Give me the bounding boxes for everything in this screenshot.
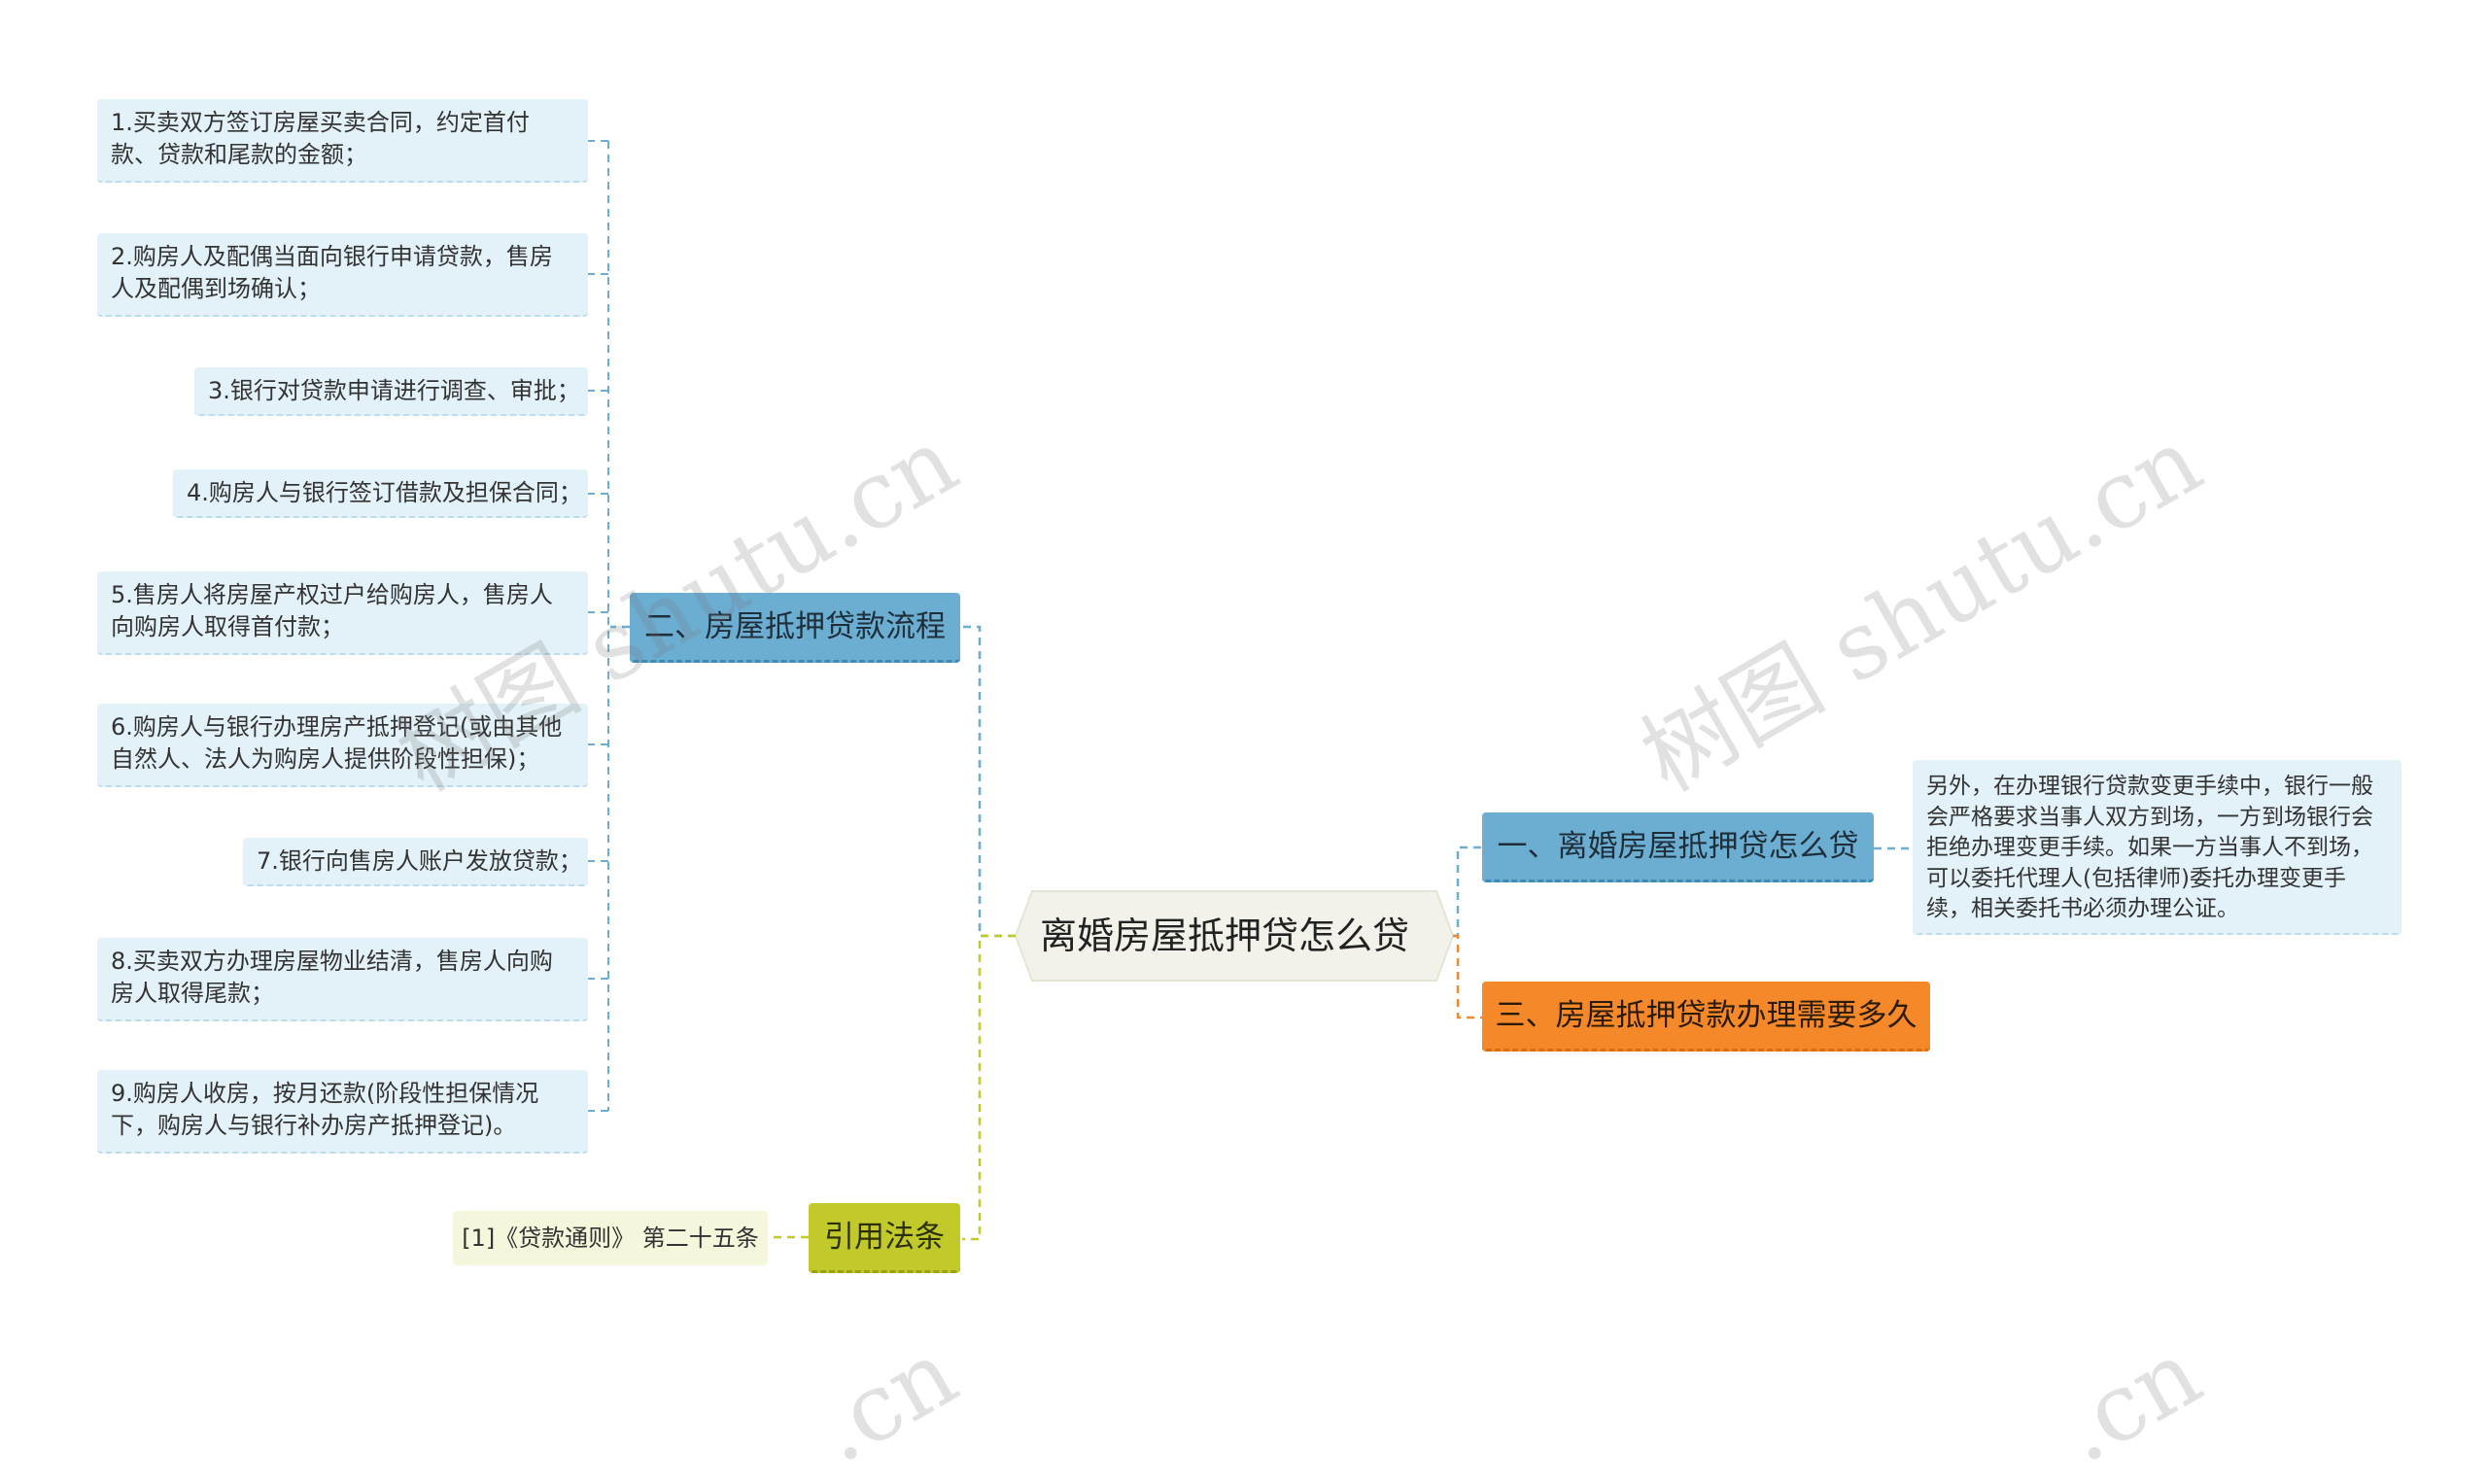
center-node[interactable]: 离婚房屋抵押贷怎么贷 bbox=[1039, 915, 1409, 957]
step-5[interactable]: 5.售房人将房屋产权过户给购房人，售房人向购房人取得首付款； bbox=[97, 571, 588, 655]
how-detail-text[interactable]: 另外，在办理银行贷款变更手续中，银行一般会严格要求当事人双方到场，一方到场银行会… bbox=[1913, 760, 2402, 935]
branch-process[interactable]: 二、房屋抵押贷款流程 bbox=[630, 593, 960, 663]
step-1[interactable]: 1.买卖双方签订房屋买卖合同，约定首付款、贷款和尾款的金额； bbox=[97, 99, 588, 183]
step-4[interactable]: 4.购房人与银行签订借款及担保合同； bbox=[173, 469, 588, 518]
link-center-how bbox=[1453, 846, 1482, 938]
branch-law[interactable]: 引用法条 bbox=[809, 1203, 960, 1273]
step-7[interactable]: 7.银行向售房人账户发放贷款； bbox=[243, 838, 588, 886]
step-6[interactable]: 6.购房人与银行办理房产抵押登记(或由其他自然人、法人为购房人提供阶段性担保)； bbox=[97, 704, 588, 787]
mindmap-canvas: 离婚房屋抵押贷怎么贷 二、房屋抵押贷款流程 1.买卖双方签订房屋买卖合同，约定首… bbox=[97, 99, 2402, 1484]
connector-lines bbox=[588, 140, 1913, 1241]
link-center-duration bbox=[1453, 934, 1482, 1019]
law-reference[interactable]: [1]《贷款通则》 第二十五条 bbox=[453, 1211, 768, 1265]
link-center-law bbox=[962, 934, 1016, 1241]
branch-duration[interactable]: 三、房屋抵押贷款办理需要多久 bbox=[1482, 982, 1930, 1052]
step-3[interactable]: 3.银行对贷款申请进行调查、审批； bbox=[194, 367, 588, 416]
step-9[interactable]: 9.购房人收房，按月还款(阶段性担保情况下，购房人与银行补办房产抵押登记)。 bbox=[97, 1070, 588, 1154]
step-2[interactable]: 2.购房人及配偶当面向银行申请贷款，售房人及配偶到场确认； bbox=[97, 233, 588, 317]
branch-how[interactable]: 一、离婚房屋抵押贷怎么贷 bbox=[1482, 812, 1874, 882]
step-8[interactable]: 8.买卖双方办理房屋物业结清，售房人向购房人取得尾款； bbox=[97, 938, 588, 1021]
